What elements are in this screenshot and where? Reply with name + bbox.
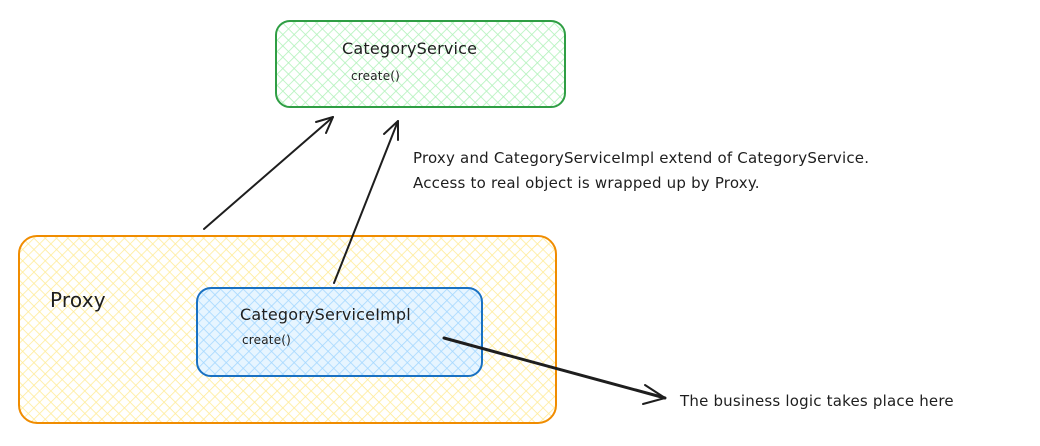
arrow-impl-to-business-note xyxy=(442,336,667,405)
extend-note-line-1: Proxy and CategoryServiceImpl extend of … xyxy=(413,149,870,167)
extend-note-line-2: Access to real object is wrapped up by P… xyxy=(413,174,760,192)
business-logic-note: The business logic takes place here xyxy=(680,392,954,410)
category-service-impl-node xyxy=(196,287,483,377)
arrow-proxy-to-service xyxy=(203,116,334,230)
arrow-impl-to-service xyxy=(333,120,399,284)
category-service-box xyxy=(275,20,566,108)
category-service-node xyxy=(275,20,566,108)
category-service-impl-box xyxy=(196,287,483,377)
category-service-impl-method: create() xyxy=(242,333,292,347)
category-service-method: create() xyxy=(351,69,401,83)
category-service-title: CategoryService xyxy=(342,39,478,58)
proxy-title: Proxy xyxy=(50,288,106,312)
category-service-impl-title: CategoryServiceImpl xyxy=(240,305,411,324)
